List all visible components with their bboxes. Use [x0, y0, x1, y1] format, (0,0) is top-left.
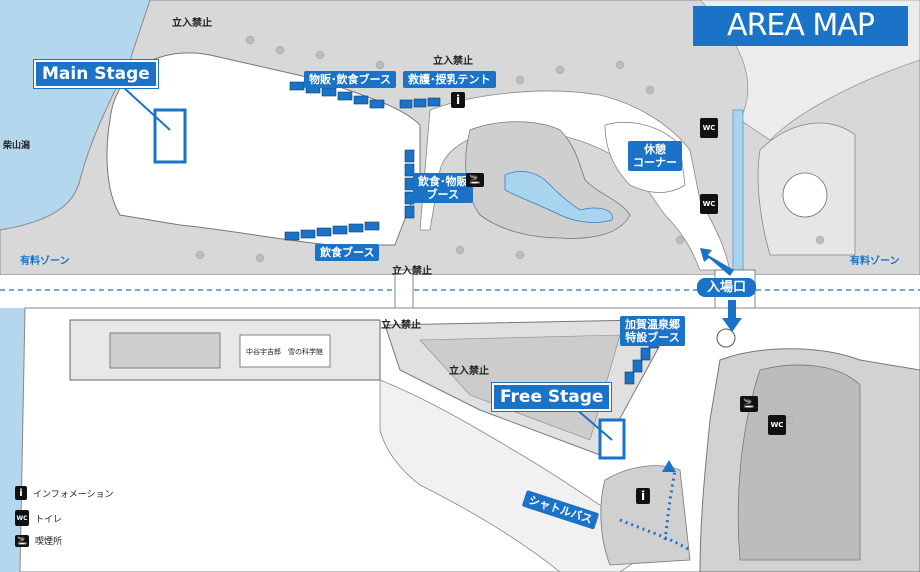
map-title: AREA MAP — [693, 6, 908, 46]
main-stage-rect — [153, 108, 187, 164]
paid-zone-label-left: 有料ゾーン — [20, 256, 70, 267]
museum-label-left: 中谷宇吉郎 — [246, 348, 281, 356]
rest-corner-label: 休憩 コーナー — [628, 141, 682, 171]
info-icon: i — [15, 486, 27, 500]
info-icon: i — [636, 488, 650, 504]
shuttle-arrow — [662, 460, 676, 472]
food-merch-booth-line1: 飲食･物販 — [418, 175, 468, 188]
legend-wc-label: トイレ — [35, 514, 63, 525]
no-entry-label-5: 立入禁止 — [449, 366, 489, 377]
rest-corner-line1: 休憩 — [644, 143, 666, 156]
booth-row-rescue — [399, 97, 441, 109]
museum-label-right: 雪の科学館 — [288, 348, 323, 356]
shuttle-route-v — [663, 469, 677, 541]
channel-band — [0, 275, 920, 308]
kaga-booth-line1: 加賀温泉郷 — [625, 318, 680, 331]
food-merch-booth-label: 飲食･物販 ブース — [413, 173, 473, 203]
rest-corner-line2: コーナー — [633, 156, 677, 169]
wc-icon: WC — [700, 194, 718, 214]
main-stage-label: Main Stage — [34, 60, 158, 88]
booth-row-upper — [289, 81, 385, 109]
legend-smoking-label: 喫煙所 — [35, 537, 63, 547]
food-merch-booth-line2: ブース — [426, 188, 459, 201]
pond-water — [504, 170, 613, 223]
bus-lot — [600, 465, 691, 566]
wc-icon: WC — [15, 510, 29, 526]
lake-label: 柴山潟 — [3, 141, 31, 151]
no-entry-label-2: 立入禁止 — [433, 56, 473, 67]
tree-dots — [195, 35, 825, 425]
museum-building — [239, 334, 331, 368]
legend-info: i インフォメーション — [15, 486, 114, 500]
no-entry-label-4: 立入禁止 — [381, 320, 421, 331]
wc-icon: WC — [700, 118, 718, 138]
legend-smoking: 🚬 喫煙所 — [15, 534, 62, 547]
paid-zone-label-right: 有料ゾーン — [850, 256, 900, 267]
parking-building — [737, 364, 861, 561]
stream — [732, 109, 744, 276]
kaga-booth-label: 加賀温泉郷 特設ブース — [620, 316, 685, 346]
info-icon: i — [451, 92, 465, 108]
kaga-booth-line2: 特設ブース — [625, 331, 680, 344]
entrance-arrow-in — [700, 248, 734, 276]
booth-row-lower — [284, 221, 380, 241]
legend-info-label: インフォメーション — [33, 489, 114, 500]
wc-icon: WC — [768, 415, 786, 435]
smoking-icon: 🚬 — [466, 173, 484, 187]
smoking-icon: 🚬 — [740, 396, 758, 412]
rescue-tent-label: 救護･授乳テント — [403, 71, 496, 88]
food-booth-label: 飲食ブース — [315, 244, 380, 261]
no-entry-label-3: 立入禁止 — [392, 266, 432, 277]
museum-hall — [109, 332, 221, 369]
legend-wc: WC トイレ — [15, 510, 62, 526]
free-stage-label: Free Stage — [492, 383, 612, 411]
right-park-circle — [782, 172, 828, 218]
booth-merch-food-label: 物販･飲食ブース — [304, 71, 396, 88]
lake-shiba — [0, 0, 150, 572]
shuttle-route-h — [619, 518, 691, 552]
entrance-arrow-out — [722, 300, 742, 332]
roundabout — [716, 328, 736, 348]
booth-column-center — [404, 149, 415, 219]
map-title-text: AREA MAP — [727, 8, 875, 43]
smoking-icon: 🚬 — [15, 534, 29, 547]
entrance-label: 入場口 — [697, 278, 757, 297]
no-entry-label-1: 立入禁止 — [172, 18, 212, 29]
